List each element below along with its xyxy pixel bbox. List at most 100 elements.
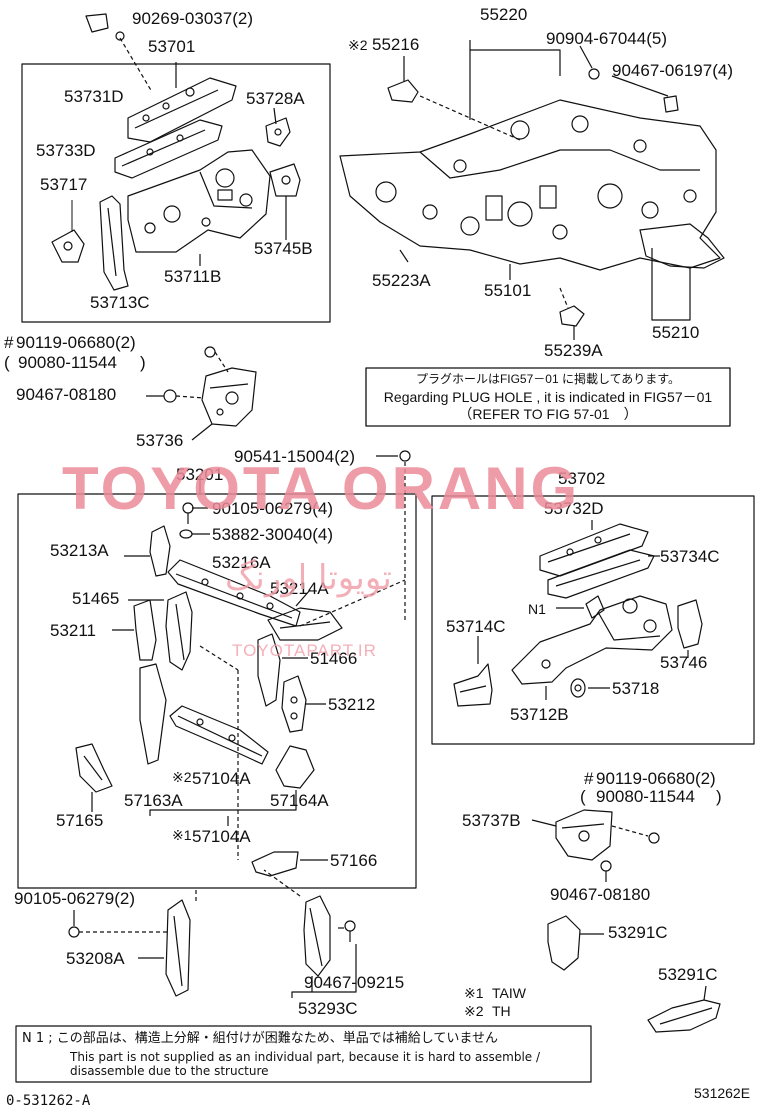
- callout-53728A: 53728A: [246, 89, 305, 108]
- leader-55210: [651, 248, 691, 321]
- mark-hash-a: #: [4, 333, 14, 352]
- legend-star2: ※2: [464, 1003, 484, 1019]
- callout-90105-06279-4: 90105-06279(4): [212, 499, 333, 518]
- callout-53717: 53717: [40, 175, 88, 194]
- part-57166-shape: [251, 851, 299, 877]
- part-53211-shape: [133, 599, 157, 661]
- callout-53702: 53702: [558, 469, 606, 488]
- watermark-url: TOYOTAPART.IR: [232, 641, 377, 660]
- callout-90904-67044: 90904-67044(5): [546, 29, 667, 48]
- part-53291C-a-shape: [547, 915, 581, 971]
- part-N1-shape: [585, 595, 605, 619]
- bolt-90467-08180-b-shape: [600, 860, 612, 872]
- part-53728A-shape: [265, 117, 291, 147]
- callout-53701: 53701: [148, 37, 196, 56]
- callout-53291C-b: 53291C: [658, 965, 718, 984]
- callout-90467-09215: 90467-09215: [304, 973, 405, 992]
- part-57163A-shape: [139, 663, 167, 765]
- washer-53882-shape: [179, 529, 193, 539]
- callout-53745B: 53745B: [254, 239, 313, 258]
- note-box-frame: [365, 367, 731, 427]
- callout-53713C: 53713C: [90, 293, 150, 312]
- part-55101-shape: [339, 99, 721, 271]
- callout-53733D: 53733D: [36, 141, 96, 160]
- callout-53714C: 53714C: [446, 617, 506, 636]
- part-57164A-shape: [275, 745, 315, 789]
- callout-53731D: 53731D: [64, 87, 124, 106]
- bolt-90105-2-shape: [68, 926, 170, 938]
- footnote-en-1: This part is not supplied as an individu…: [70, 1050, 541, 1064]
- callout-90541-15004: 90541-15004(2): [234, 447, 355, 466]
- callout-53737B: 53737B: [462, 811, 521, 830]
- callout-57165: 57165: [56, 811, 104, 830]
- part-51465-shape: [165, 591, 193, 671]
- clip-90467-09215-shape: [344, 920, 356, 942]
- watermark-title: TOYOTA ORANG: [62, 455, 581, 522]
- part-53718-shape: [570, 678, 586, 698]
- legend-taiw: TAIW: [492, 985, 526, 1001]
- footnote-frame: [15, 1025, 592, 1083]
- leader-57104A: [149, 790, 297, 816]
- callout-90467-08180-a: 90467-08180: [16, 385, 117, 404]
- figure-code-right: 531262E: [694, 1085, 751, 1101]
- callout-57104A-th: 57104A: [192, 769, 251, 788]
- part-53293C-shape: [303, 895, 331, 977]
- callout-53291C-a: 53291C: [608, 923, 668, 942]
- part-53745B-shape: [269, 163, 301, 197]
- legend-star1: ※1: [464, 985, 484, 1001]
- callout-53212: 53212: [328, 695, 376, 714]
- callout-53208A: 53208A: [66, 949, 125, 968]
- callout-53732D: 53732D: [544, 499, 604, 518]
- part-53746-shape: [677, 599, 703, 649]
- part-53213A-shape: [149, 525, 171, 577]
- part-53731D-shape: [127, 77, 237, 143]
- callout-51466: 51466: [310, 649, 358, 668]
- part-53216A-shape: [167, 559, 301, 627]
- part-53737B-shape: [555, 809, 613, 861]
- figure-code-left: 0-531262-A: [6, 1093, 91, 1109]
- part-53713C-shape: [99, 195, 129, 291]
- clip-90269-shape: [85, 13, 125, 41]
- mark-hash-b: #: [584, 769, 594, 788]
- callout-90467-06197: 90467-06197(4): [612, 61, 733, 80]
- bolt-90541-shape: [399, 450, 411, 462]
- callout-55223A: 55223A: [372, 271, 431, 290]
- part-53212-shape: [281, 675, 307, 733]
- callout-53712B: 53712B: [510, 705, 569, 724]
- part-51466-shape: [257, 633, 281, 707]
- mark-star1-57104A: ※1: [172, 827, 192, 843]
- part-55210-shape: [639, 223, 725, 269]
- callout-90269-03037: 90269-03037(2): [132, 9, 253, 28]
- callout-57104A-taiw: 57104A: [192, 827, 251, 846]
- callout-51465: 51465: [72, 589, 120, 608]
- part-57165-shape: [75, 743, 113, 793]
- part-53714C-shape: [453, 663, 493, 707]
- callout-53746: 53746: [660, 653, 708, 672]
- frame-53702: [431, 495, 755, 745]
- callout-53216A: 53216A: [212, 553, 271, 572]
- clip-90904-shape: [588, 68, 600, 80]
- part-53734C-shape: [547, 549, 655, 599]
- callout-90080-11544-b: 90080-11544: [596, 787, 695, 806]
- callout-53293C: 53293C: [298, 999, 358, 1018]
- mark-star2-57104A: ※2: [172, 769, 192, 785]
- part-53208A-shape: [165, 899, 191, 997]
- callout-53201: 53201: [176, 465, 224, 484]
- watermark-persian: تویوتا اورنگ: [225, 558, 392, 598]
- note-plug-hole-en: Regarding PLUG HOLE , it is indicated in…: [383, 389, 713, 405]
- callout-55210: 55210: [652, 323, 700, 342]
- callout-57164A: 57164A: [270, 791, 329, 810]
- part-53291C-b-shape: [647, 999, 721, 1033]
- part-57104A-shape: [169, 705, 269, 765]
- callout-90467-08180-b: 90467-08180: [550, 885, 651, 904]
- callout-55101: 55101: [484, 281, 532, 300]
- callout-53736: 53736: [136, 431, 184, 450]
- note-plug-hole-jp: プラグホールはFIG57－01 に掲載してあります。: [415, 372, 681, 386]
- clip-90467-06197-shape: [663, 95, 679, 113]
- part-53712B-shape: [511, 595, 673, 685]
- mark-paren-open-b: (: [580, 787, 586, 806]
- callout-90119-06680-a: 90119-06680(2): [16, 333, 136, 352]
- part-53732D-shape: [539, 523, 649, 577]
- part-53717-shape: [51, 229, 85, 263]
